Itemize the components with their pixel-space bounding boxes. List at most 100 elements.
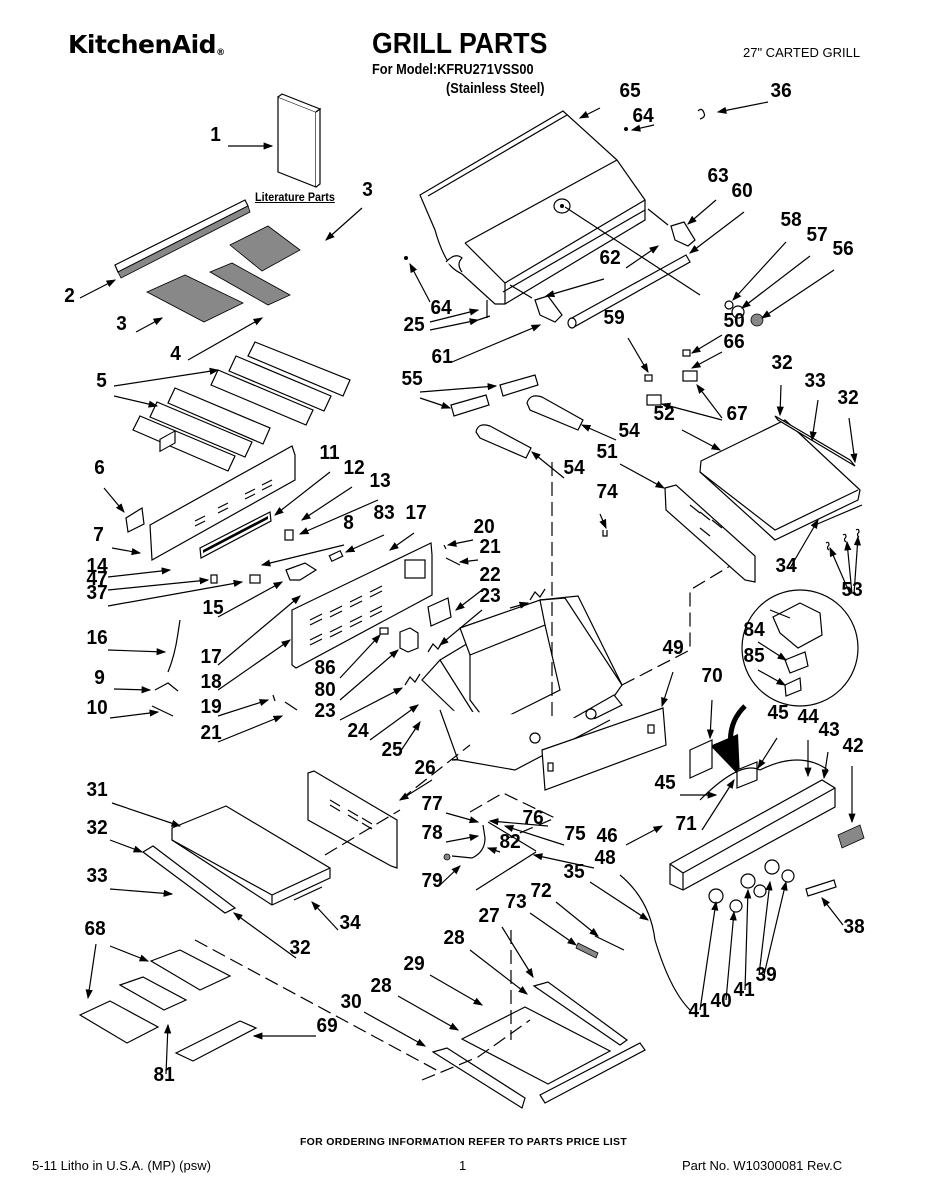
part-callout-37: 37	[86, 582, 108, 604]
part-igniter-electrodes	[644, 349, 698, 406]
guide-line	[621, 559, 741, 686]
part-callout-75: 75	[564, 823, 586, 845]
part-bottom-tray	[431, 981, 646, 1109]
part-handle-bracket-left	[534, 295, 563, 323]
part-hood	[419, 110, 646, 305]
part-screw-64	[624, 127, 628, 131]
part-callout-11: 11	[319, 442, 340, 464]
part-control-panel	[669, 779, 836, 913]
part-callout-4: 4	[170, 343, 181, 365]
part-callout-63: 63	[707, 165, 729, 187]
part-cooking-grate	[146, 225, 301, 323]
part-callout-84: 84	[743, 619, 765, 641]
page-title: GRILL PARTS	[372, 28, 548, 60]
part-callout-78: 78	[421, 822, 443, 844]
part-callout-77: 77	[421, 793, 443, 815]
part-front-panel	[291, 542, 433, 669]
part-callout-18: 18	[200, 671, 222, 693]
part-callout-51: 51	[596, 441, 618, 463]
part-callout-3: 3	[116, 313, 127, 335]
part-callout-76: 76	[522, 807, 544, 829]
part-screw-64b	[404, 256, 408, 260]
guide-line	[194, 939, 531, 1081]
part-thermometer	[750, 313, 764, 327]
part-clip-23b	[404, 673, 421, 686]
part-callout-81: 81	[153, 1064, 175, 1086]
part-callout-69: 69	[316, 1015, 338, 1037]
part-callout-34: 34	[339, 912, 361, 934]
part-callout-25: 25	[381, 739, 403, 761]
part-callout-32: 32	[771, 352, 793, 374]
part-callout-79: 79	[421, 870, 443, 892]
part-flavorizer-bars	[132, 341, 351, 472]
part-burner-b	[475, 424, 532, 459]
part-callout-43: 43	[818, 719, 840, 741]
literature-parts-label: Literature Parts	[255, 190, 335, 204]
part-callout-62: 62	[599, 247, 621, 269]
product-subtitle: 27" CARTED GRILL	[743, 45, 861, 60]
part-drip-trays	[78, 949, 232, 1044]
part-callout-34: 34	[775, 555, 797, 577]
finish-label: (Stainless Steel)	[446, 80, 545, 97]
part-cooking-grate-small	[209, 262, 291, 306]
part-callout-21: 21	[479, 536, 501, 558]
part-callout-66: 66	[723, 331, 745, 353]
part-literature-manual	[277, 93, 322, 188]
guide-line	[324, 744, 471, 856]
part-clip-23c	[529, 588, 546, 601]
part-callout-22: 22	[479, 564, 501, 586]
part-callout-28: 28	[370, 975, 392, 997]
part-callout-35: 35	[563, 861, 585, 883]
part-switch	[284, 529, 294, 541]
brand-name: KitchenAid	[68, 30, 217, 59]
part-callout-38: 38	[843, 916, 865, 938]
model-number: For Model:KFRU271VSS00	[372, 61, 534, 78]
part-callout-80: 80	[314, 679, 336, 701]
part-heat-shield-small	[125, 506, 145, 533]
part-callout-36: 36	[770, 80, 792, 102]
part-side-shelf-left	[141, 805, 331, 914]
part-handle-bracket-right	[670, 221, 696, 247]
part-callout-32: 32	[86, 817, 108, 839]
magnifier-arrow	[710, 704, 747, 777]
part-callout-59: 59	[603, 307, 625, 329]
part-wire-9	[154, 682, 179, 692]
part-callout-86: 86	[314, 657, 336, 679]
part-rear-panel	[149, 430, 296, 561]
part-relay	[379, 627, 389, 635]
part-callout-54: 54	[618, 420, 640, 442]
part-callout-57: 57	[806, 224, 828, 246]
part-callout-58: 58	[780, 209, 802, 231]
part-bracket-47	[210, 574, 218, 584]
part-callout-44: 44	[797, 706, 819, 728]
part-callout-12: 12	[343, 457, 365, 479]
part-firebox	[421, 595, 623, 771]
part-junction-box	[689, 739, 713, 779]
part-screw-20-21	[443, 544, 461, 566]
part-callout-27: 27	[478, 905, 500, 927]
part-wire-10	[151, 705, 174, 717]
part-nameplate	[805, 879, 837, 897]
part-callout-55: 55	[401, 368, 423, 390]
part-callout-67: 67	[726, 403, 748, 425]
part-callout-29: 29	[403, 953, 425, 975]
part-heat-shield-22	[427, 597, 452, 627]
guide-line	[509, 206, 701, 299]
part-igniter-73	[594, 935, 625, 951]
part-callout-73: 73	[505, 891, 527, 913]
part-hooks	[825, 528, 860, 551]
litho-info: 5-11 Litho in U.S.A. (MP) (psw)	[32, 1158, 211, 1173]
detail-magnifier	[741, 589, 859, 707]
part-callout-64: 64	[430, 297, 452, 319]
part-callout-70: 70	[701, 665, 723, 687]
part-callout-17: 17	[405, 502, 427, 524]
part-callout-52: 52	[653, 403, 675, 425]
part-callout-61: 61	[431, 346, 453, 368]
guide-line	[469, 792, 557, 839]
part-callout-40: 40	[710, 990, 732, 1012]
part-callout-41: 41	[733, 979, 755, 1001]
part-screw-25	[477, 300, 491, 321]
part-callout-42: 42	[842, 735, 864, 757]
part-callout-5: 5	[96, 370, 107, 392]
part-connector	[328, 549, 344, 563]
